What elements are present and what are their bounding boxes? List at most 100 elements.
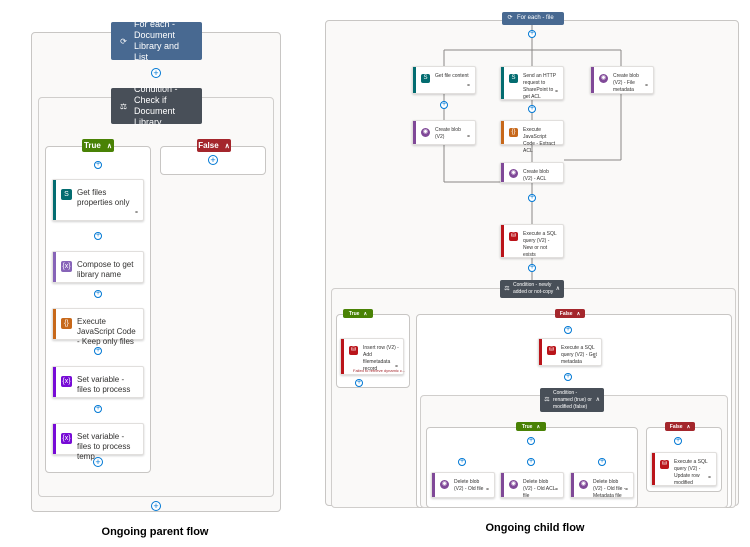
child-condition1-true-pill[interactable]: True ∧ — [343, 309, 373, 318]
card-accent — [501, 225, 504, 257]
link-icon: ⚭ — [623, 487, 629, 493]
compose-icon: {x} — [61, 261, 72, 272]
javascript-icon: {} — [509, 128, 518, 137]
link-icon: ⚭ — [465, 134, 471, 140]
child-condition1-false-add-2[interactable]: + — [564, 373, 572, 381]
javascript-icon: {} — [61, 318, 72, 329]
chevron-up-icon: ∧ — [555, 285, 560, 292]
card-label: Delete blob (V2) - Old ACL file — [523, 479, 556, 499]
loop-icon: ⟳ — [507, 15, 513, 21]
child-add-step-2[interactable]: + — [440, 101, 448, 109]
insert-row-error: Failed to retrieve dynamic c... — [353, 368, 406, 373]
card-label: Set variable - files to process temp — [77, 432, 131, 461]
child-false-label: False — [669, 423, 683, 430]
card-label: Execute a SQL query (V2) - New or not ex… — [523, 231, 557, 258]
parent-add-step-end[interactable]: + — [151, 501, 161, 511]
child-action-card[interactable]: ⛁ Execute a SQL query (V2) - Get metadat… — [538, 338, 602, 366]
child-condition1-true-add[interactable]: + — [355, 379, 363, 387]
card-label: Compose to get library name — [77, 260, 134, 279]
child-action-card[interactable]: ◉ Delete blob (V2) - Old ACL file ⚭ — [500, 472, 564, 499]
child-condition2-header[interactable]: ⚖ Condition - renamed (true) or modified… — [540, 388, 604, 412]
parent-add-step-6[interactable]: + — [94, 405, 102, 413]
card-accent — [591, 67, 594, 93]
sharepoint-icon: S — [421, 74, 430, 83]
parent-action-card[interactable]: {x} Set variable - files to process — [52, 366, 144, 398]
parent-condition-header[interactable]: ⚖ Condition - Check if Document Library — [111, 84, 202, 127]
child-condition1-header[interactable]: ⚖ Condition - newly added or not-copy ∧ — [500, 280, 564, 298]
card-accent — [501, 473, 504, 497]
child-condition1-false-add-1[interactable]: + — [564, 326, 572, 334]
card-label: Execute a SQL query (V2) - Get metadata — [561, 345, 597, 365]
card-accent — [341, 339, 344, 374]
child-action-card[interactable]: ⛁ Execute a SQL query (V2) - New or not … — [500, 224, 564, 258]
child-action-card[interactable]: ◉ Create blob (V2) - ACL — [500, 162, 564, 183]
card-label: Send an HTTP request to SharePoint to ge… — [523, 73, 556, 100]
variable-icon: {x} — [61, 376, 72, 387]
parent-action-card[interactable]: {x} Set variable - files to process temp — [52, 423, 144, 461]
parent-action-card[interactable]: {x} Compose to get library name — [52, 251, 144, 283]
card-accent — [432, 473, 435, 497]
child-true-label: True — [348, 310, 360, 317]
child-condition2-false-pill[interactable]: False ∧ — [665, 422, 695, 431]
child-action-card[interactable]: S Get file content ⚭ — [412, 66, 476, 94]
sql-icon: ⛁ — [660, 460, 669, 469]
parent-action-card[interactable]: S Get files properties only ⚭ — [52, 179, 144, 221]
link-icon: ⚭ — [643, 83, 649, 89]
condition-icon: ⚖ — [544, 396, 550, 403]
child-condition2-title: Condition - renamed (true) or modified (… — [553, 389, 592, 410]
child-foreach-title: For each - file — [517, 15, 554, 21]
child-action-card[interactable]: ⛁ Execute a SQL query (V2) - Update row … — [651, 452, 717, 486]
child-condition2-true-add-mid[interactable]: + — [527, 458, 535, 466]
card-label: Create blob (V2) - File metadata — [613, 73, 639, 93]
child-action-card[interactable]: {} Execute JavaScript Code - Extract ACL — [500, 120, 564, 154]
sharepoint-icon: S — [509, 74, 518, 83]
link-icon: ⚭ — [591, 355, 597, 361]
card-label: Execute a SQL query (V2) - Update row mo… — [674, 459, 708, 486]
child-condition2-true-add-left[interactable]: + — [458, 458, 466, 466]
parent-false-pill[interactable]: False ∧ — [197, 139, 231, 152]
child-condition2-true-add[interactable]: + — [527, 437, 535, 445]
child-add-step-5[interactable]: + — [528, 264, 536, 272]
parent-add-step-3[interactable]: + — [94, 232, 102, 240]
child-add-step-1[interactable]: + — [528, 30, 536, 38]
parent-add-step-2[interactable]: + — [94, 161, 102, 169]
sharepoint-icon: S — [61, 189, 72, 200]
card-label: Execute JavaScript Code - Keep only file… — [77, 317, 136, 346]
child-condition2-true-add-right[interactable]: + — [598, 458, 606, 466]
parent-false-add-step[interactable]: + — [208, 155, 218, 165]
loop-icon: ⟳ — [120, 36, 127, 46]
child-foreach-header[interactable]: ⟳ For each - file — [502, 12, 564, 25]
child-action-card[interactable]: ⛁ Insert row (V2) - Add filemetadata rec… — [340, 338, 406, 375]
child-action-card[interactable]: ◉ Create blob (V2) ⚭ — [412, 120, 476, 145]
variable-icon: {x} — [61, 433, 72, 444]
card-accent — [501, 163, 504, 182]
parent-add-step-5[interactable]: + — [94, 347, 102, 355]
link-icon: ⚭ — [133, 210, 139, 216]
card-label: Execute JavaScript Code - Extract ACL — [523, 127, 555, 154]
link-icon: ⚭ — [553, 487, 559, 493]
card-accent — [571, 473, 574, 497]
child-condition2-false-add[interactable]: + — [674, 437, 682, 445]
card-accent — [413, 67, 416, 93]
chevron-up-icon: ∧ — [595, 396, 600, 403]
card-accent — [53, 309, 56, 339]
parent-add-step-1[interactable]: + — [151, 68, 161, 78]
child-false-label: False — [559, 310, 573, 317]
blob-icon: ◉ — [509, 169, 518, 178]
child-add-step-4[interactable]: + — [528, 194, 536, 202]
child-condition1-false-pill[interactable]: False ∧ — [555, 309, 585, 318]
child-add-step-3[interactable]: + — [528, 105, 536, 113]
parent-add-step-4[interactable]: + — [94, 290, 102, 298]
child-action-card[interactable]: ◉ Create blob (V2) - File metadata ⚭ — [590, 66, 654, 94]
child-action-card[interactable]: ◉ Delete blob (V2) - Old file - Metadata… — [570, 472, 634, 499]
parent-true-pill[interactable]: True ∧ — [82, 139, 114, 152]
child-action-card[interactable]: ◉ Delete blob (V2) - Old file ⚭ — [431, 472, 495, 498]
sql-icon: ⛁ — [349, 346, 358, 355]
parent-true-add-step[interactable]: + — [93, 457, 103, 467]
child-action-card[interactable]: S Send an HTTP request to SharePoint to … — [500, 66, 564, 100]
child-condition2-true-pill[interactable]: True ∧ — [516, 422, 546, 431]
chevron-up-icon: ∧ — [536, 423, 541, 430]
parent-action-card[interactable]: {} Execute JavaScript Code - Keep only f… — [52, 308, 144, 346]
card-label: Get files properties only — [77, 188, 130, 207]
parent-foreach-header[interactable]: ⟳ For each - Document Library and List — [111, 19, 202, 62]
